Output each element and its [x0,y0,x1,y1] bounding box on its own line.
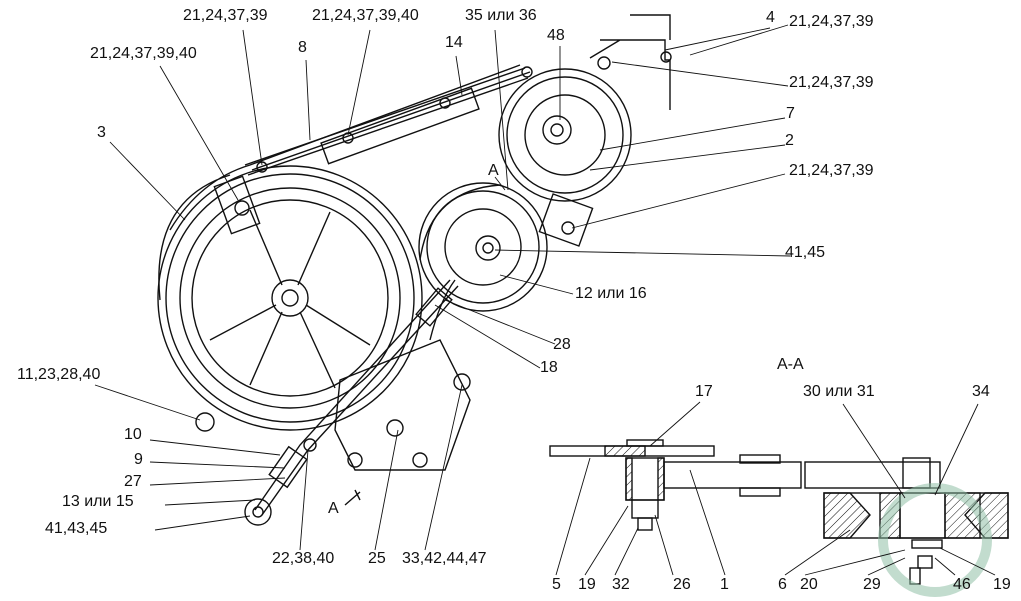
callout-46: 46 [953,576,971,593]
callout-21-24-37-39-right-b: 21,24,37,39 [789,74,874,91]
upper-pulley [498,68,632,202]
section-marker-bottom: A [328,500,339,517]
callout-4: 4 [766,9,775,26]
callout-9: 9 [134,451,143,468]
callout-6: 6 [778,576,787,593]
callout-35-or-36: 35 или 36 [465,7,537,24]
callout-32: 32 [612,576,630,593]
callout-2: 2 [785,132,794,149]
mounting-plate [334,339,471,471]
large-pulley [157,165,423,431]
callout-21-24-37-39-right-c: 21,24,37,39 [789,162,874,179]
callout-17: 17 [695,383,713,400]
callout-12-or-16: 12 или 16 [575,285,647,302]
leader-lines [94,24,996,576]
callout-10: 10 [124,426,142,443]
callout-3: 3 [97,124,106,141]
tension-arm [244,66,533,176]
callout-30-or-31: 30 или 31 [803,383,875,400]
callout-19-right: 19 [993,576,1011,593]
callout-7: 7 [786,105,795,122]
callout-13-or-15: 13 или 15 [62,493,134,510]
callout-1: 1 [720,576,729,593]
callout-33-42-44-47: 33,42,44,47 [402,550,487,567]
callout-29: 29 [863,576,881,593]
callout-34: 34 [972,383,990,400]
callout-41-43-45: 41,43,45 [45,520,108,537]
callout-41-45: 41,45 [785,244,826,261]
callout-19-left: 19 [578,576,596,593]
callout-5: 5 [552,576,561,593]
section-a-a [549,439,1009,585]
callout-27: 27 [124,473,142,490]
bracket [589,14,671,110]
callout-11-23-28-40: 11,23,28,40 [17,366,101,383]
callout-22-38-40: 22,38,40 [272,550,335,567]
callout-21-24-37-39-40-top: 21,24,37,39,40 [312,7,419,24]
callout-26: 26 [673,576,691,593]
callout-48: 48 [547,27,565,44]
tension-pulley [418,182,548,312]
callout-14: 14 [445,34,463,51]
belt [158,64,521,341]
callout-20: 20 [800,576,818,593]
callout-21-24-37-39-right-a: 21,24,37,39 [789,13,874,30]
callout-21-24-37-39-40-left: 21,24,37,39,40 [90,45,197,62]
watermark-logo [878,483,992,597]
callout-28: 28 [553,336,571,353]
callout-8: 8 [298,39,307,56]
section-marker-top: A [488,162,499,179]
callout-21-24-37-39-top: 21,24,37,39 [183,7,268,24]
callout-18: 18 [540,359,558,376]
callout-25: 25 [368,550,386,567]
section-title: A-A [777,356,804,373]
